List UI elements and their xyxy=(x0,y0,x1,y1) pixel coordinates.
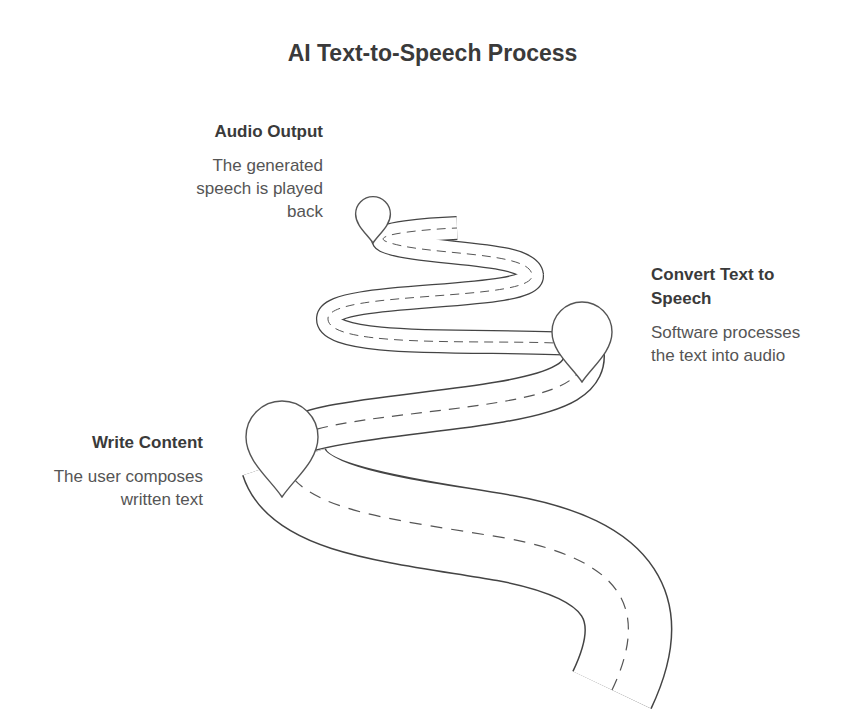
road-edge xyxy=(284,348,584,446)
road-centerline xyxy=(284,462,628,690)
step-heading: Write Content xyxy=(18,431,203,455)
step-label: Convert Text to SpeechSoftware processes… xyxy=(651,263,823,367)
road-surface xyxy=(284,462,628,690)
step-description: The generated speech is played back xyxy=(168,154,323,223)
road-surface xyxy=(328,228,583,345)
map-pin xyxy=(552,302,612,382)
diagram-title: AI Text-to-Speech Process xyxy=(0,40,865,67)
step-description: Software processes the text into audio xyxy=(651,321,823,367)
map-pin xyxy=(246,401,318,497)
map-pin xyxy=(356,197,391,243)
step-description: The user composes written text xyxy=(18,465,203,511)
road-centerline xyxy=(328,228,583,345)
road-surface xyxy=(284,348,584,446)
road-edge xyxy=(284,462,628,690)
step-heading: Convert Text to Speech xyxy=(651,263,823,311)
step-heading: Audio Output xyxy=(168,120,323,144)
step-label: Write ContentThe user composes written t… xyxy=(18,431,203,511)
step-label: Audio OutputThe generated speech is play… xyxy=(168,120,323,223)
road-centerline xyxy=(284,348,584,446)
road-edge xyxy=(328,228,583,345)
